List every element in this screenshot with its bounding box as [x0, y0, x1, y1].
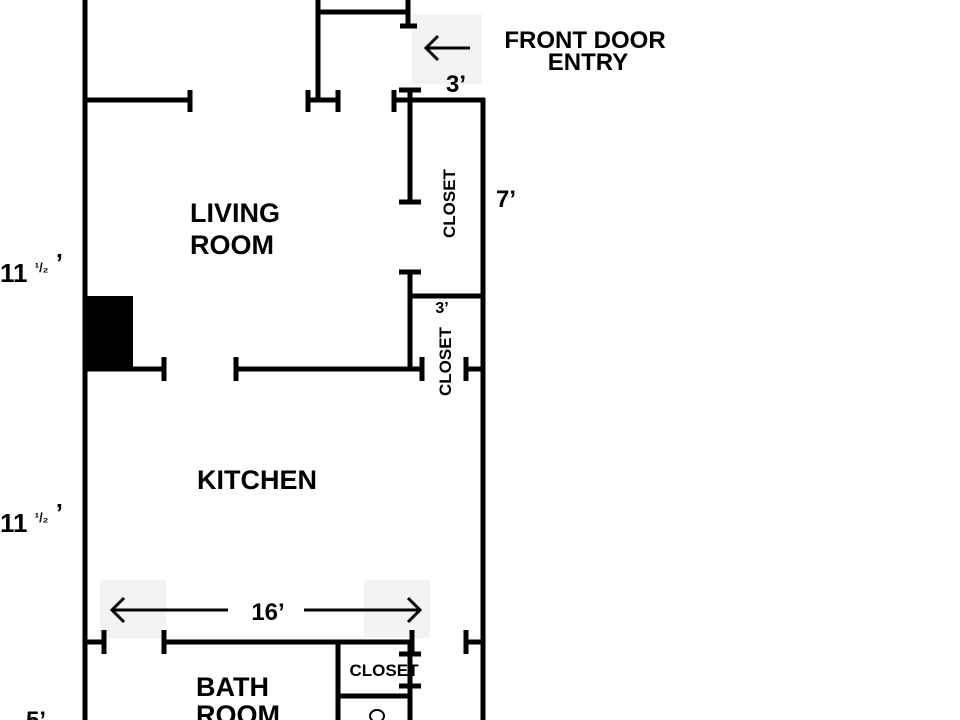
kitchen-width-dimension: 16’ [251, 599, 284, 626]
living-length-prime: ’ [56, 248, 63, 278]
kitchen-length-fraction: ¹/₂ [35, 510, 49, 525]
closet-bath-label: CLOSET [350, 661, 420, 680]
closet-height-dimension: 7’ [496, 186, 516, 213]
width-arrow-left-head [109, 596, 126, 624]
fireplace [85, 296, 133, 368]
living-room-label-line2: ROOM [190, 230, 274, 260]
kitchen-label: KITCHEN [197, 465, 317, 495]
toilet-outline [369, 709, 385, 720]
width-arrow-right-head [406, 596, 423, 624]
living-room-label-line1: LIVING [190, 198, 280, 228]
bath-length-dimension: 5’ [26, 707, 46, 720]
entry-arrow-head [423, 34, 440, 62]
small-closet-dimension: 3’ [435, 300, 448, 317]
bath-room-label-line2: ROOM [196, 700, 280, 720]
bath-room-label-line1: BATH [196, 672, 269, 702]
living-length-fraction: ¹/₂ [35, 260, 49, 275]
living-length-whole: 11 [0, 258, 28, 288]
door-width-dimension: 3’ [446, 71, 466, 98]
entry-label: ENTRY [548, 49, 628, 76]
kitchen-length-whole: 11 [0, 508, 28, 538]
kitchen-length-prime: ’ [56, 498, 63, 528]
living-length-dimension: 11 ¹/₂ ’ [0, 248, 63, 288]
kitchen-length-dimension: 11 ¹/₂ ’ [0, 498, 63, 538]
closet-main-label: CLOSET [440, 168, 459, 238]
front-door-label: FRONT DOOR [504, 27, 665, 54]
closet-small-label: CLOSET [436, 326, 455, 396]
